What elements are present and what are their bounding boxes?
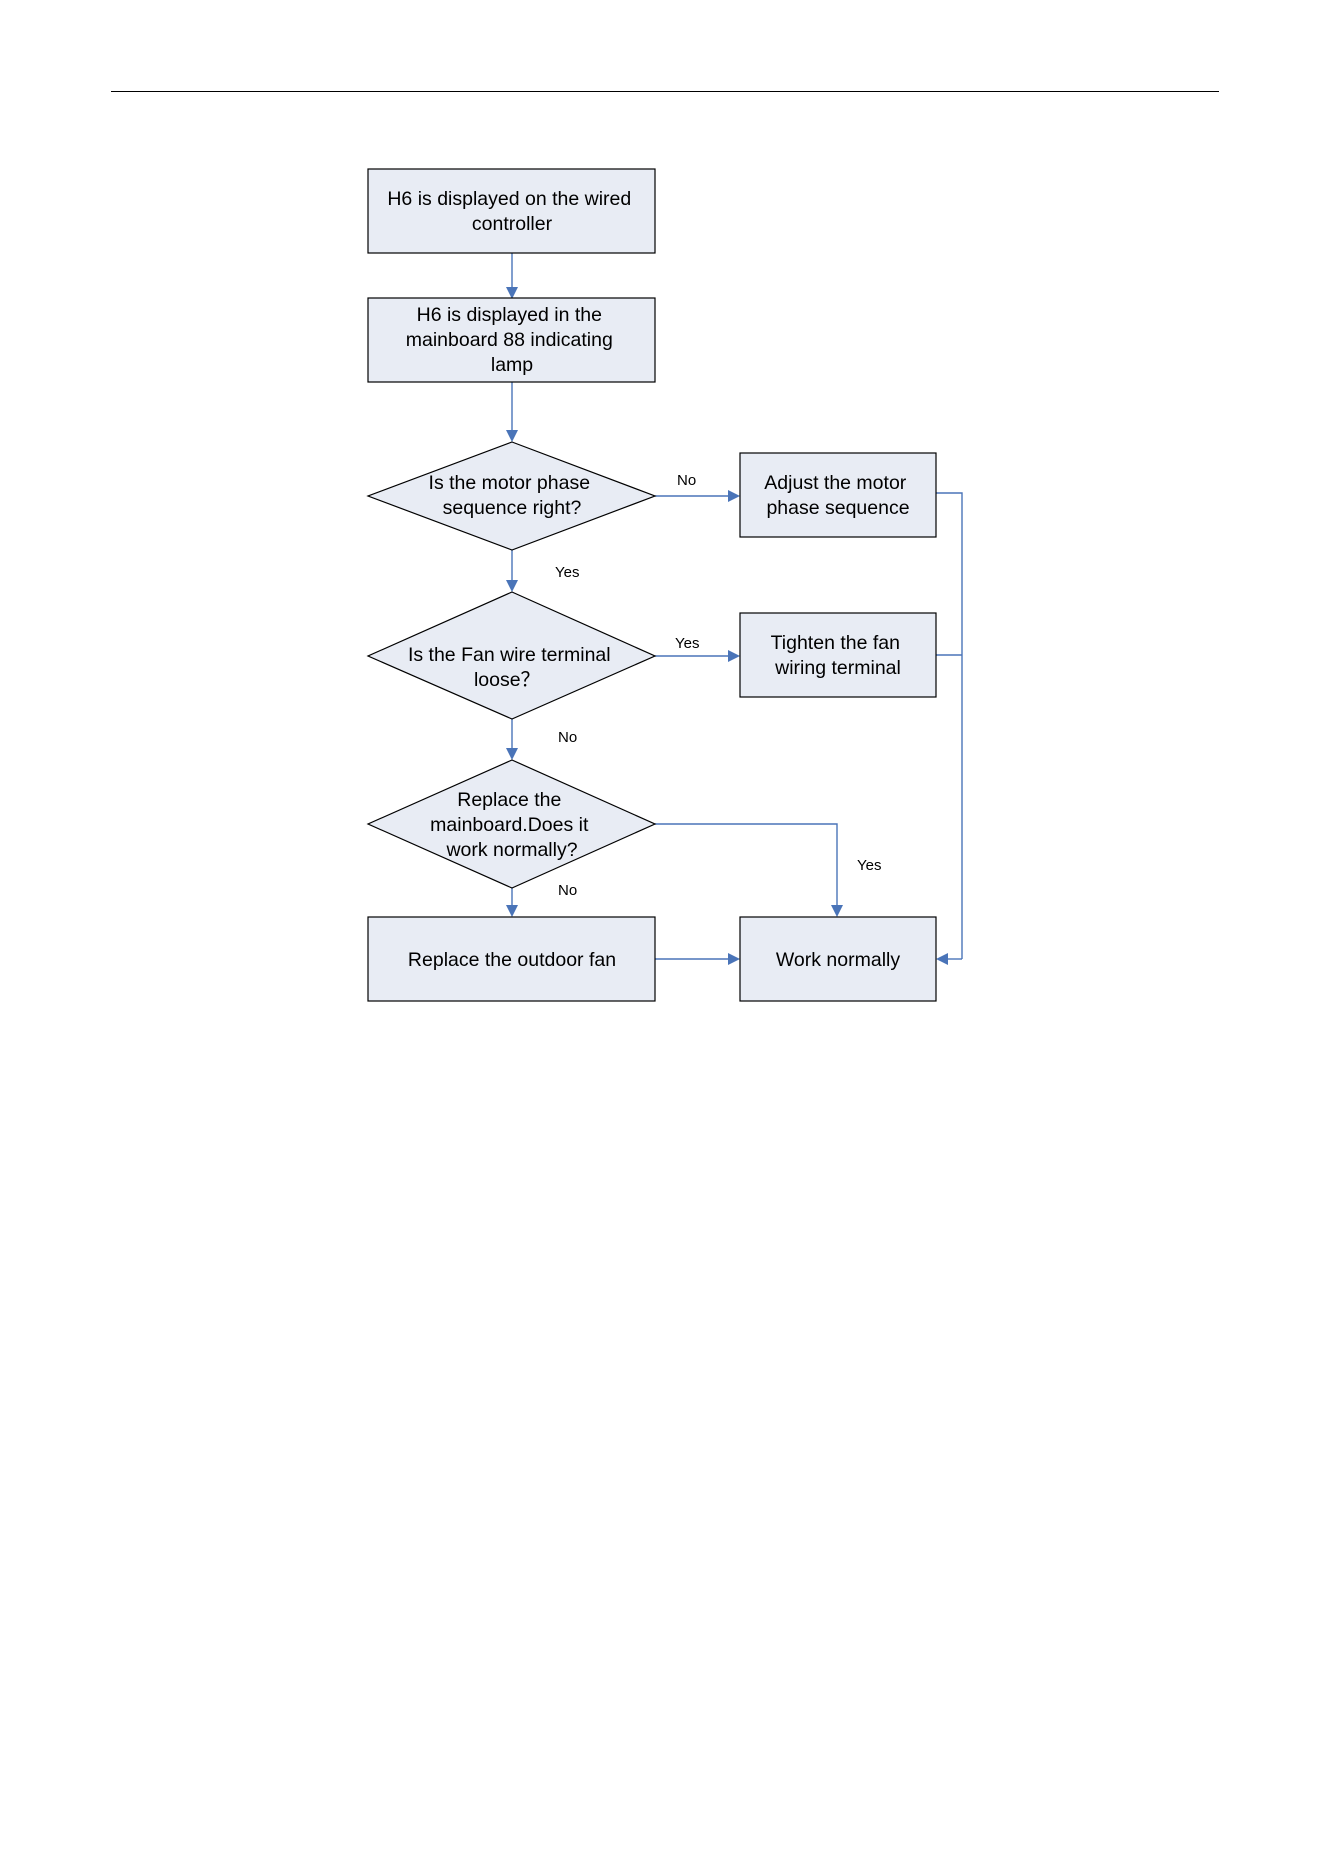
decision-replace-mainboard-text: Replace the mainboard.Does it work norma…	[430, 789, 594, 861]
node-adjust-phase-text: Adjust the motor phase sequence	[764, 472, 911, 519]
arrowhead-icon	[831, 905, 843, 917]
decision-replace-mainboard-line: work normally?	[445, 839, 577, 861]
decision-fan-terminal-diamond	[366, 591, 657, 720]
edge-adjust-phase-return	[935, 492, 963, 959]
node-tighten-terminal-line: wiring terminal	[774, 657, 901, 679]
node-tighten-terminal: Tighten the fan wiring terminal	[739, 612, 937, 698]
connectors	[506, 252, 963, 965]
node-start-line: H6 is displayed on the wired	[387, 188, 631, 210]
node-adjust-phase-line: Adjust the motor	[764, 472, 906, 494]
decision-phase-sequence-line: sequence right?	[443, 497, 582, 519]
node-mainboard-lamp-text: H6 is displayed in the mainboard 88 indi…	[406, 304, 618, 376]
node-tighten-terminal-text: Tighten the fan wiring terminal	[771, 632, 906, 679]
node-mainboard-lamp-line: H6 is displayed in the	[417, 304, 602, 326]
arrowhead-icon	[728, 953, 740, 965]
arrowhead-icon	[506, 430, 518, 442]
node-start-box	[367, 168, 656, 254]
node-replace-outdoor-fan: Replace the outdoor fan	[367, 916, 656, 1002]
arrowhead-icon	[936, 953, 948, 965]
decision-replace-mainboard-diamond	[366, 759, 657, 889]
decision-phase-sequence-line: Is the motor phase	[429, 472, 591, 494]
decision-phase-sequence-diamond	[366, 441, 657, 551]
label-mainboard-yes: Yes	[857, 857, 881, 874]
edge-labels: No Yes Yes No Yes No	[555, 472, 881, 899]
node-mainboard-lamp-box	[367, 297, 656, 383]
node-mainboard-lamp-line: mainboard 88 indicating	[406, 329, 613, 351]
node-adjust-phase-box	[739, 452, 937, 538]
node-mainboard-lamp: H6 is displayed in the mainboard 88 indi…	[367, 297, 656, 383]
node-work-normally: Work normally	[739, 916, 937, 1002]
arrowhead-icon	[728, 490, 740, 502]
decision-fan-terminal-line: loose？	[474, 669, 540, 691]
node-replace-outdoor-fan-box	[367, 916, 656, 1002]
arrowhead-icon	[506, 580, 518, 592]
decision-fan-terminal: Is the Fan wire terminal loose？	[366, 591, 657, 720]
node-tighten-terminal-line: Tighten the fan	[771, 632, 900, 654]
decision-fan-terminal-text: Is the Fan wire terminal loose？	[408, 644, 616, 691]
node-adjust-phase: Adjust the motor phase sequence	[739, 452, 937, 538]
label-mainboard-no: No	[558, 882, 577, 899]
decision-phase-sequence: Is the motor phase sequence right?	[366, 441, 657, 551]
arrowhead-icon	[506, 905, 518, 917]
node-mainboard-lamp-line: lamp	[491, 354, 533, 376]
arrowhead-icon	[506, 287, 518, 299]
label-fan-yes: Yes	[675, 635, 699, 652]
arrowhead-icon	[506, 748, 518, 760]
node-start-line: controller	[472, 213, 553, 235]
label-phase-no: No	[677, 472, 696, 489]
decision-fan-terminal-line: Is the Fan wire terminal	[408, 644, 611, 666]
node-work-normally-box	[739, 916, 937, 1002]
decision-replace-mainboard-line: mainboard.Does it	[430, 814, 589, 836]
decision-replace-mainboard: Replace the mainboard.Does it work norma…	[366, 759, 657, 889]
label-fan-no: No	[558, 729, 577, 746]
label-phase-yes: Yes	[555, 564, 579, 581]
node-tighten-terminal-box	[739, 612, 937, 698]
arrowhead-icon	[728, 650, 740, 662]
decision-replace-mainboard-line: Replace the	[457, 789, 561, 811]
node-start-text: H6 is displayed on the wired controller	[387, 188, 636, 235]
decision-phase-sequence-text: Is the motor phase sequence right?	[429, 472, 596, 519]
edge-mainboard-replace-yes	[655, 823, 838, 906]
node-adjust-phase-line: phase sequence	[766, 497, 909, 519]
node-replace-outdoor-fan-text: Replace the outdoor fan	[408, 949, 616, 971]
node-work-normally-text: Work normally	[776, 949, 900, 971]
node-start: H6 is displayed on the wired controller	[367, 168, 656, 254]
header-rule	[111, 91, 1219, 92]
